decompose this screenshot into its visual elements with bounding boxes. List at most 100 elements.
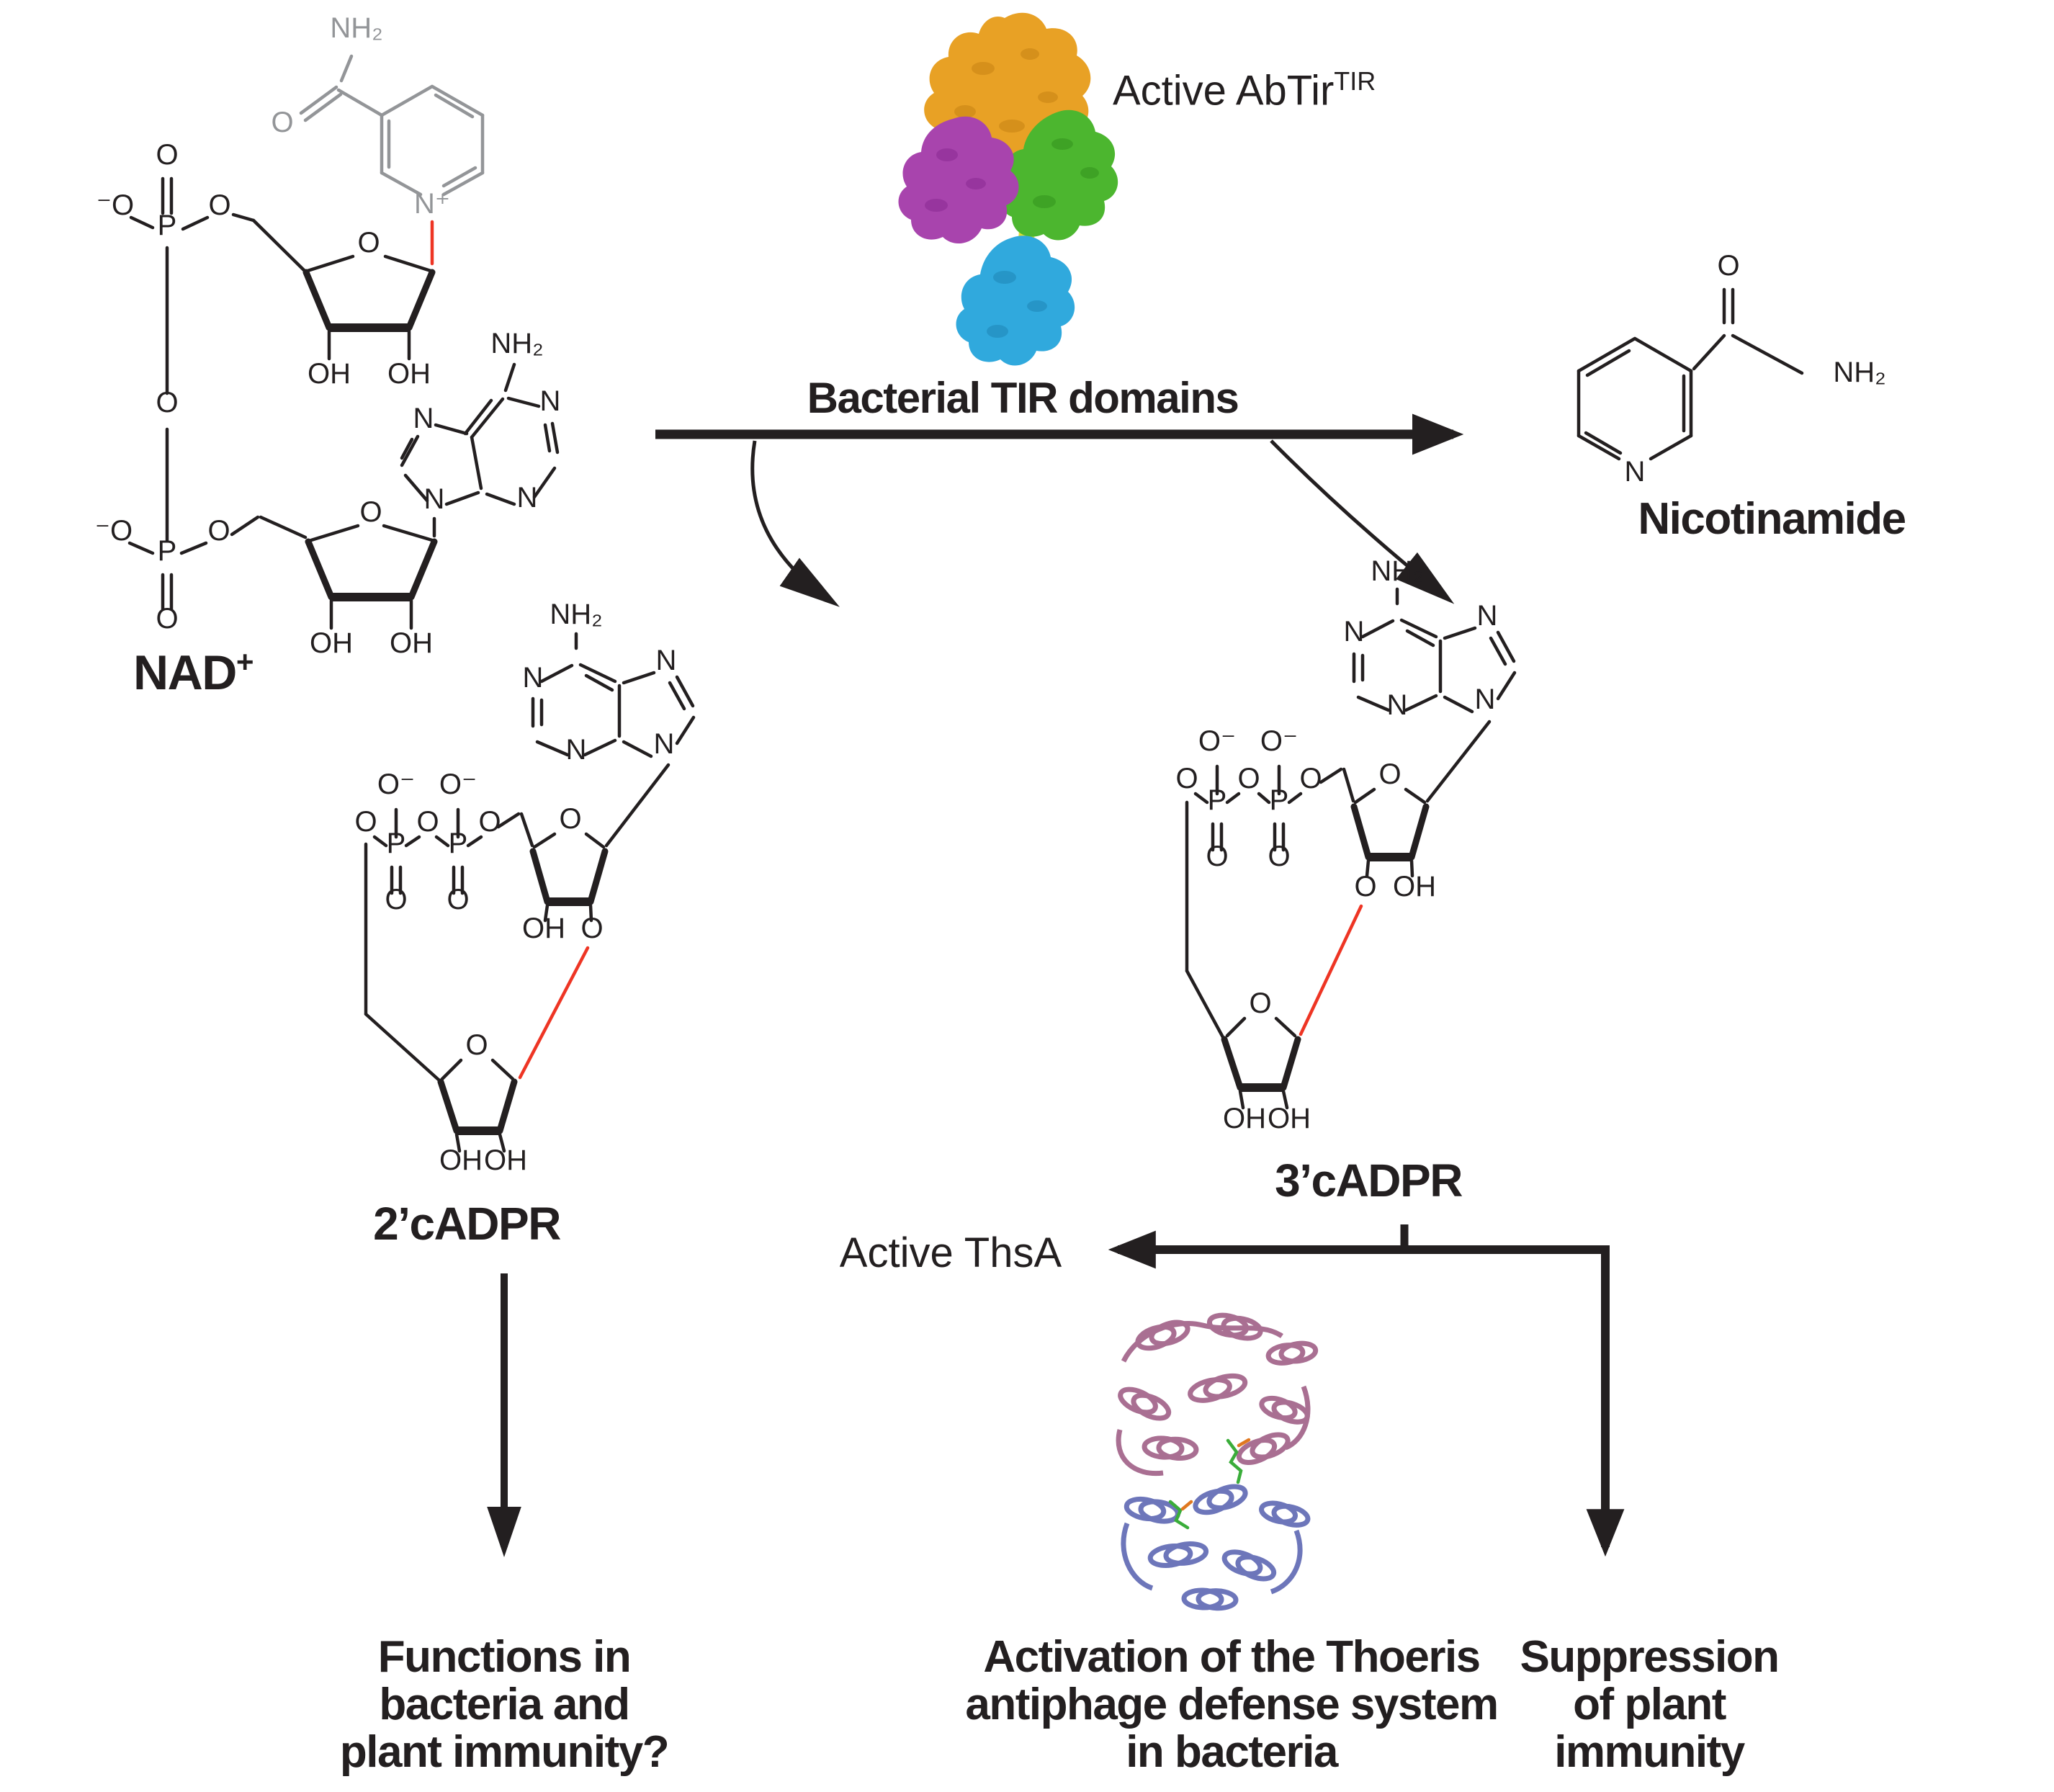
atom-label: O xyxy=(271,107,293,138)
atom-label: OH xyxy=(387,358,431,390)
atom-label: O xyxy=(354,806,377,838)
atom-label: O xyxy=(156,139,178,171)
cadpr3-label-text: 3’cADPR xyxy=(1275,1155,1463,1206)
cadpr2-label: 2’cADPR xyxy=(323,1197,611,1250)
atom-label: O xyxy=(465,1029,488,1061)
atom-label: N xyxy=(1625,456,1646,488)
outcome-center-line2: antiphage defense system xyxy=(965,1680,1499,1729)
atom-label: N xyxy=(566,734,587,766)
atom-label: O xyxy=(156,603,178,635)
atom-label: O⁻ xyxy=(439,769,477,800)
outcome-left-line2: bacteria and xyxy=(379,1680,630,1729)
atom-label: N xyxy=(1387,689,1408,721)
outcome-center-line3: in bacteria xyxy=(1126,1727,1338,1777)
atom-label: N xyxy=(1475,684,1496,715)
thsa-ribbon-structure xyxy=(1116,1312,1319,1611)
outcome-left-line1: Functions in xyxy=(377,1632,632,1682)
nad-label-superscript: + xyxy=(236,645,254,679)
abtir-cyan-domain xyxy=(956,236,1075,366)
outcome-functions-in-bacteria: Functions in bacteria and plant immunity… xyxy=(302,1634,706,1776)
atom-label: O xyxy=(1175,763,1198,794)
thsa-ligand-sticks xyxy=(1168,1438,1251,1530)
atom-label: ⁻O xyxy=(97,189,134,221)
outcome-left-line3: plant immunity? xyxy=(339,1727,670,1777)
bacterial-tir-domains-label: Bacterial TIR domains xyxy=(735,373,1311,423)
thsa-label: Active ThsA xyxy=(814,1229,1087,1277)
atom-label: O xyxy=(1717,250,1739,282)
atom-label: N xyxy=(656,645,677,676)
atom-label: O xyxy=(208,189,230,221)
curved-arrow-left-to-2cadpr xyxy=(750,440,840,607)
atom-label: OH xyxy=(390,627,433,659)
abtir-magenta-domain xyxy=(898,116,1019,244)
atom-label: OH xyxy=(1223,1103,1266,1134)
atom-label: P xyxy=(158,535,177,567)
abtir-label-superscript: TIR xyxy=(1334,66,1376,96)
abtir-green-texture xyxy=(1033,138,1099,208)
atom-label: OH xyxy=(1393,871,1436,902)
atom-label: NH₂ xyxy=(1371,555,1423,587)
atom-label: OH xyxy=(439,1144,483,1176)
atom-label: O xyxy=(447,884,469,915)
atom-label: NH₂ xyxy=(330,12,382,44)
atom-label: O xyxy=(580,913,603,944)
atom-label: N xyxy=(413,403,434,434)
outcome-right-line3: immunity xyxy=(1554,1727,1745,1777)
atom-label: P xyxy=(449,828,468,859)
outcome-thoeris-activation: Activation of the Thoeris antiphage defe… xyxy=(951,1634,1512,1776)
cadpr3-label: 3’cADPR xyxy=(1224,1154,1512,1207)
atom-label: O xyxy=(1249,987,1271,1019)
atom-label: OH xyxy=(310,627,353,659)
abtir-magenta-texture xyxy=(925,148,986,212)
atom-label: P xyxy=(158,210,177,241)
atom-label: NH₂ xyxy=(550,599,602,630)
atom-label: OH xyxy=(484,1144,527,1176)
bacterial-tir-domains-text: Bacterial TIR domains xyxy=(807,374,1239,422)
atom-label: N xyxy=(654,728,675,760)
atom-label: O xyxy=(1299,763,1322,794)
atom-label: NH₂ xyxy=(490,328,543,359)
atom-label: OH xyxy=(308,358,351,390)
thsa-label-text: Active ThsA xyxy=(839,1229,1062,1276)
nicotinamide-label: Nicotinamide xyxy=(1556,493,1988,545)
atom-label: NH₂ xyxy=(1833,357,1885,388)
atom-label: O xyxy=(1206,841,1228,872)
nad-label: NAD+ xyxy=(133,645,254,701)
atom-label: N⁺ xyxy=(414,188,450,220)
atom-label: N xyxy=(517,482,538,514)
atom-label: O xyxy=(359,496,382,528)
curved-arrow-right-to-3cadpr xyxy=(1270,439,1455,604)
atom-label: OH xyxy=(522,913,565,944)
abtir-green-domain xyxy=(999,109,1118,241)
abtir-density-map xyxy=(898,12,1118,366)
outcome-right-line2: of plant xyxy=(1573,1680,1726,1729)
atom-label: ⁻O xyxy=(95,515,133,547)
thsa-mauve-lobe xyxy=(1116,1312,1319,1477)
atom-label: N xyxy=(1477,600,1498,632)
atom-label: O xyxy=(559,803,581,835)
atom-label: O xyxy=(207,515,230,547)
cadpr2-label-text: 2’cADPR xyxy=(373,1198,561,1250)
abtir-cyan-texture xyxy=(987,271,1047,338)
abtir-label-base: Active AbTir xyxy=(1113,67,1335,115)
atom-label: N xyxy=(523,662,544,694)
atom-label: O⁻ xyxy=(377,769,415,800)
atom-label: O xyxy=(156,387,178,418)
atom-label: N xyxy=(424,483,445,515)
atom-label: O⁻ xyxy=(1260,725,1298,757)
nicotinamide-structure: O NH₂ N xyxy=(1577,250,1886,488)
nicotinamide-label-text: Nicotinamide xyxy=(1638,494,1906,544)
atom-label: OH xyxy=(1268,1103,1311,1134)
outcome-center-line1: Activation of the Thoeris xyxy=(983,1632,1481,1682)
atom-label: P xyxy=(1208,784,1227,816)
atom-label: O xyxy=(416,806,439,838)
cadpr3-branch-arrows xyxy=(1108,1224,1625,1557)
atom-label: P xyxy=(1270,784,1289,816)
abtir-label: Active AbTirTIR xyxy=(1113,66,1376,115)
atom-label: O xyxy=(1378,758,1401,790)
